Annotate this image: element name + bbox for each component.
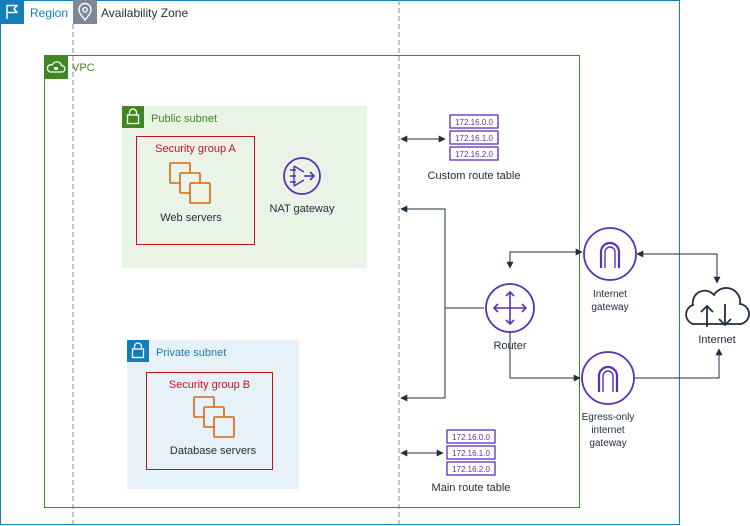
flag-icon	[0, 0, 24, 24]
main-route-row-1: 172.16.0.0	[452, 433, 490, 442]
security-group-b-label: Security group B	[169, 379, 250, 391]
public-subnet-label: Public subnet	[151, 113, 217, 125]
internet: Internet	[685, 287, 750, 346]
padlock-icon	[127, 340, 149, 362]
cloud-updown-icon	[685, 287, 750, 327]
database-servers-label: Database servers	[170, 445, 257, 457]
vpc-label: VPC	[72, 62, 95, 74]
connectors	[400, 135, 723, 457]
custom-route-row-3: 172.16.2.0	[455, 150, 493, 159]
padlock-icon	[122, 106, 144, 128]
vpc-border	[44, 55, 580, 508]
vpc-group: VPC	[44, 55, 580, 508]
route-table-icon: 172.16.0.0 172.16.1.0 172.16.2.0	[446, 429, 496, 476]
security-group-a	[136, 136, 255, 245]
custom-route-row-1: 172.16.0.0	[455, 118, 493, 127]
ec2-instances-icon	[193, 396, 235, 438]
public-subnet-background	[122, 106, 367, 268]
internet-gateway-label-line-2: gateway	[591, 302, 628, 313]
router-icon	[485, 283, 535, 333]
cloud-lock-icon	[44, 55, 68, 79]
private-subnet: Private subnet Security group B Database…	[127, 340, 299, 489]
ec2-instances-icon	[169, 162, 211, 204]
egress-gateway-label-line-3: gateway	[589, 438, 626, 449]
router-to-egress-gateway-connector	[509, 332, 581, 382]
web-servers-label: Web servers	[160, 212, 222, 224]
internet-label: Internet	[698, 334, 735, 346]
nat-gateway-label: NAT gateway	[269, 203, 335, 215]
main-route-row-3: 172.16.2.0	[452, 465, 490, 474]
router-to-internet-gateway-connector	[506, 248, 583, 269]
internet-gateway-label-line-1: Internet	[593, 289, 627, 300]
gateway-arch-icon	[583, 227, 637, 281]
custom-route-table: 172.16.0.0 172.16.1.0 172.16.2.0 Custom …	[428, 114, 521, 182]
availability-zone-label: Availability Zone	[101, 6, 188, 20]
gateway-arch-icon	[581, 351, 635, 405]
private-subnet-label: Private subnet	[156, 347, 226, 359]
egress-gateway-label-line-1: Egress-only	[582, 412, 635, 423]
public-subnet: Public subnet Security group A Web serve…	[122, 106, 367, 268]
egress-gateway-label-line-2: internet	[591, 425, 625, 436]
internet-gateway-to-internet-connector	[636, 250, 721, 284]
internet-gateway: Internet gateway	[583, 227, 637, 313]
availability-zone-group: Availability Zone	[72, 0, 400, 526]
custom-route-table-label: Custom route table	[428, 170, 521, 182]
subnets-bracket-connector	[400, 205, 446, 402]
main-route-table: 172.16.0.0 172.16.1.0 172.16.2.0 Main ro…	[432, 429, 511, 494]
custom-route-row-2: 172.16.1.0	[455, 134, 493, 143]
main-route-table-label: Main route table	[432, 482, 511, 494]
main-route-row-2: 172.16.1.0	[452, 449, 490, 458]
location-pin-icon	[73, 0, 97, 24]
region-label: Region	[30, 6, 68, 20]
nat-gateway-icon	[283, 157, 321, 195]
egress-gateway-to-internet-connector	[635, 348, 723, 379]
egress-only-internet-gateway: Egress-only internet gateway	[581, 351, 635, 449]
route-table-icon: 172.16.0.0 172.16.1.0 172.16.2.0	[449, 114, 499, 161]
security-group-b	[146, 372, 273, 470]
security-group-a-label: Security group A	[155, 143, 236, 155]
